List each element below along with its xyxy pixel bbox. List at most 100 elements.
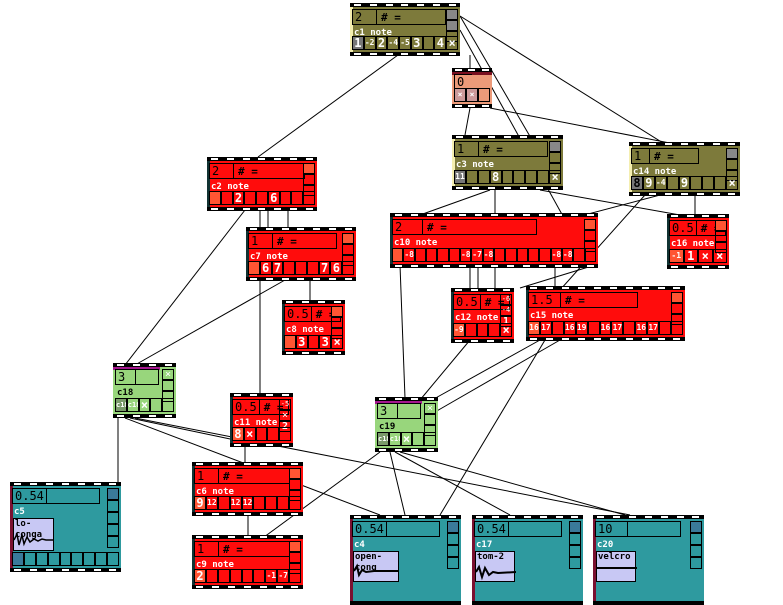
cell[interactable] xyxy=(478,88,490,102)
cell[interactable]: -7 xyxy=(277,569,290,583)
cell[interactable] xyxy=(714,176,727,190)
cell[interactable] xyxy=(217,496,230,510)
cell[interactable] xyxy=(284,335,296,349)
side-controls[interactable] xyxy=(726,148,738,181)
expression-field[interactable]: # = xyxy=(422,219,537,235)
cell[interactable] xyxy=(267,427,280,441)
cell[interactable]: 6 xyxy=(330,261,343,275)
expression-field[interactable] xyxy=(135,369,159,385)
node-c9[interactable]: 1# = c9 note 2 -1 -7 xyxy=(192,535,303,589)
cell[interactable] xyxy=(537,170,550,184)
cell[interactable] xyxy=(414,248,426,262)
expression-field[interactable]: # = xyxy=(479,294,510,310)
close-icon[interactable]: × xyxy=(400,432,413,446)
cell[interactable]: 2 xyxy=(232,191,245,205)
node-c17[interactable]: 0.54 c17 tom-2 xyxy=(472,515,583,605)
cell[interactable] xyxy=(291,191,304,205)
cell[interactable] xyxy=(256,191,268,205)
node-c1[interactable]: 2# = c1 note 1 -2 2 -4 -5 3 4 × xyxy=(350,3,460,56)
cell[interactable]: -1 xyxy=(265,569,278,583)
cell[interactable] xyxy=(539,248,551,262)
close-icon[interactable]: × xyxy=(243,427,256,441)
close-icon[interactable]: × xyxy=(500,323,512,337)
cell[interactable] xyxy=(422,36,435,50)
node-c12[interactable]: 0.5# = c12 note -6 -4 1 -9 × xyxy=(451,288,514,343)
cell[interactable] xyxy=(220,191,233,205)
cell[interactable]: 17 xyxy=(611,321,624,335)
expression-field[interactable]: # = xyxy=(376,9,446,25)
side-controls[interactable] xyxy=(107,488,119,548)
cell[interactable] xyxy=(587,321,600,335)
cell[interactable] xyxy=(295,261,307,275)
cell[interactable] xyxy=(217,569,230,583)
cell[interactable]: 7 xyxy=(271,261,284,275)
cell-row[interactable]: c18 c18 × xyxy=(115,398,174,412)
cell[interactable] xyxy=(501,170,514,184)
cell[interactable] xyxy=(412,432,425,446)
cell[interactable] xyxy=(516,248,528,262)
side-cell[interactable]: -4 xyxy=(500,305,512,316)
cell[interactable] xyxy=(702,176,715,190)
close-icon[interactable]: × xyxy=(454,88,466,102)
cell[interactable]: 3 xyxy=(295,335,308,349)
cell[interactable] xyxy=(584,248,596,262)
cell[interactable]: -8 xyxy=(561,248,574,262)
cell[interactable] xyxy=(493,248,506,262)
cell[interactable]: c18 xyxy=(126,398,139,412)
cell[interactable]: 12 xyxy=(229,496,242,510)
value-field[interactable]: 10 xyxy=(595,521,627,537)
node-c20[interactable]: 10 c20 velcro xyxy=(593,515,704,605)
cell-row[interactable]: 8 × xyxy=(232,427,291,441)
value-field[interactable]: 1.5 xyxy=(528,292,560,308)
node-c11[interactable]: 0.5# = c11 note -5 × 2 8 × xyxy=(230,393,293,447)
cell[interactable] xyxy=(666,176,679,190)
cell[interactable]: -5 xyxy=(399,36,411,50)
cell[interactable]: c18 xyxy=(115,398,127,412)
waveform-display[interactable]: velcro xyxy=(596,551,637,582)
expression-field[interactable]: # = xyxy=(478,141,548,157)
cell[interactable] xyxy=(464,323,477,337)
cell[interactable] xyxy=(279,427,291,441)
cell[interactable] xyxy=(513,170,526,184)
cell[interactable]: -8 xyxy=(459,248,472,262)
node-c15[interactable]: 1.5# = c15 note 16 17 16 19 16 17 16 17 xyxy=(526,286,685,341)
cell[interactable]: -8 xyxy=(403,248,415,262)
node-c13[interactable]: 0 c13 × × xyxy=(452,68,492,108)
value-field[interactable]: 1 xyxy=(248,233,272,249)
node-c8[interactable]: 0.5# = c8 note 3 3 × xyxy=(282,300,345,355)
side-controls[interactable] xyxy=(289,541,301,574)
cell[interactable]: 2 xyxy=(375,36,388,50)
cell-row[interactable]: 6 7 7 6 xyxy=(248,261,355,275)
cell[interactable]: 12 xyxy=(205,496,218,510)
cell[interactable] xyxy=(244,191,257,205)
close-icon[interactable]: × xyxy=(446,36,459,50)
expression-field[interactable]: # = xyxy=(649,148,699,164)
cell[interactable]: 12 xyxy=(241,496,254,510)
expression-field[interactable] xyxy=(385,521,440,537)
node-c3[interactable]: 1# = c3 note 11 8 × xyxy=(452,135,563,190)
cell[interactable] xyxy=(289,496,302,510)
cell[interactable] xyxy=(690,176,703,190)
node-c6[interactable]: 1# = c6 note 9 12 12 12 xyxy=(192,462,303,516)
cell-row[interactable]: × × xyxy=(454,88,490,102)
cell-row[interactable]: -8 -8 -7 -8 -8 -8 xyxy=(392,248,596,262)
side-controls[interactable] xyxy=(671,292,683,325)
cell[interactable]: 4 xyxy=(434,36,447,50)
node-c19[interactable]: 3 c19 × c18 c18 × xyxy=(375,397,438,452)
cell[interactable]: 9 xyxy=(642,176,655,190)
cell[interactable] xyxy=(488,323,501,337)
close-icon[interactable]: × xyxy=(138,398,151,412)
cell-row[interactable]: 2 -1 -7 xyxy=(194,569,302,583)
side-controls[interactable] xyxy=(584,219,596,252)
cell-row[interactable]: -9 × xyxy=(453,323,512,337)
node-c5[interactable]: 0.54 c5 lo-conga xyxy=(10,482,121,572)
cell[interactable] xyxy=(307,335,320,349)
value-field[interactable]: 0.5 xyxy=(284,306,311,322)
side-controls[interactable]: × xyxy=(162,369,174,402)
value-field[interactable]: 0.54 xyxy=(352,521,386,537)
cell[interactable] xyxy=(476,323,489,337)
cell-row[interactable]: 11 8 × xyxy=(454,170,562,184)
cell[interactable] xyxy=(671,321,683,335)
expression-field[interactable]: # = xyxy=(258,399,289,415)
cell[interactable] xyxy=(525,170,538,184)
